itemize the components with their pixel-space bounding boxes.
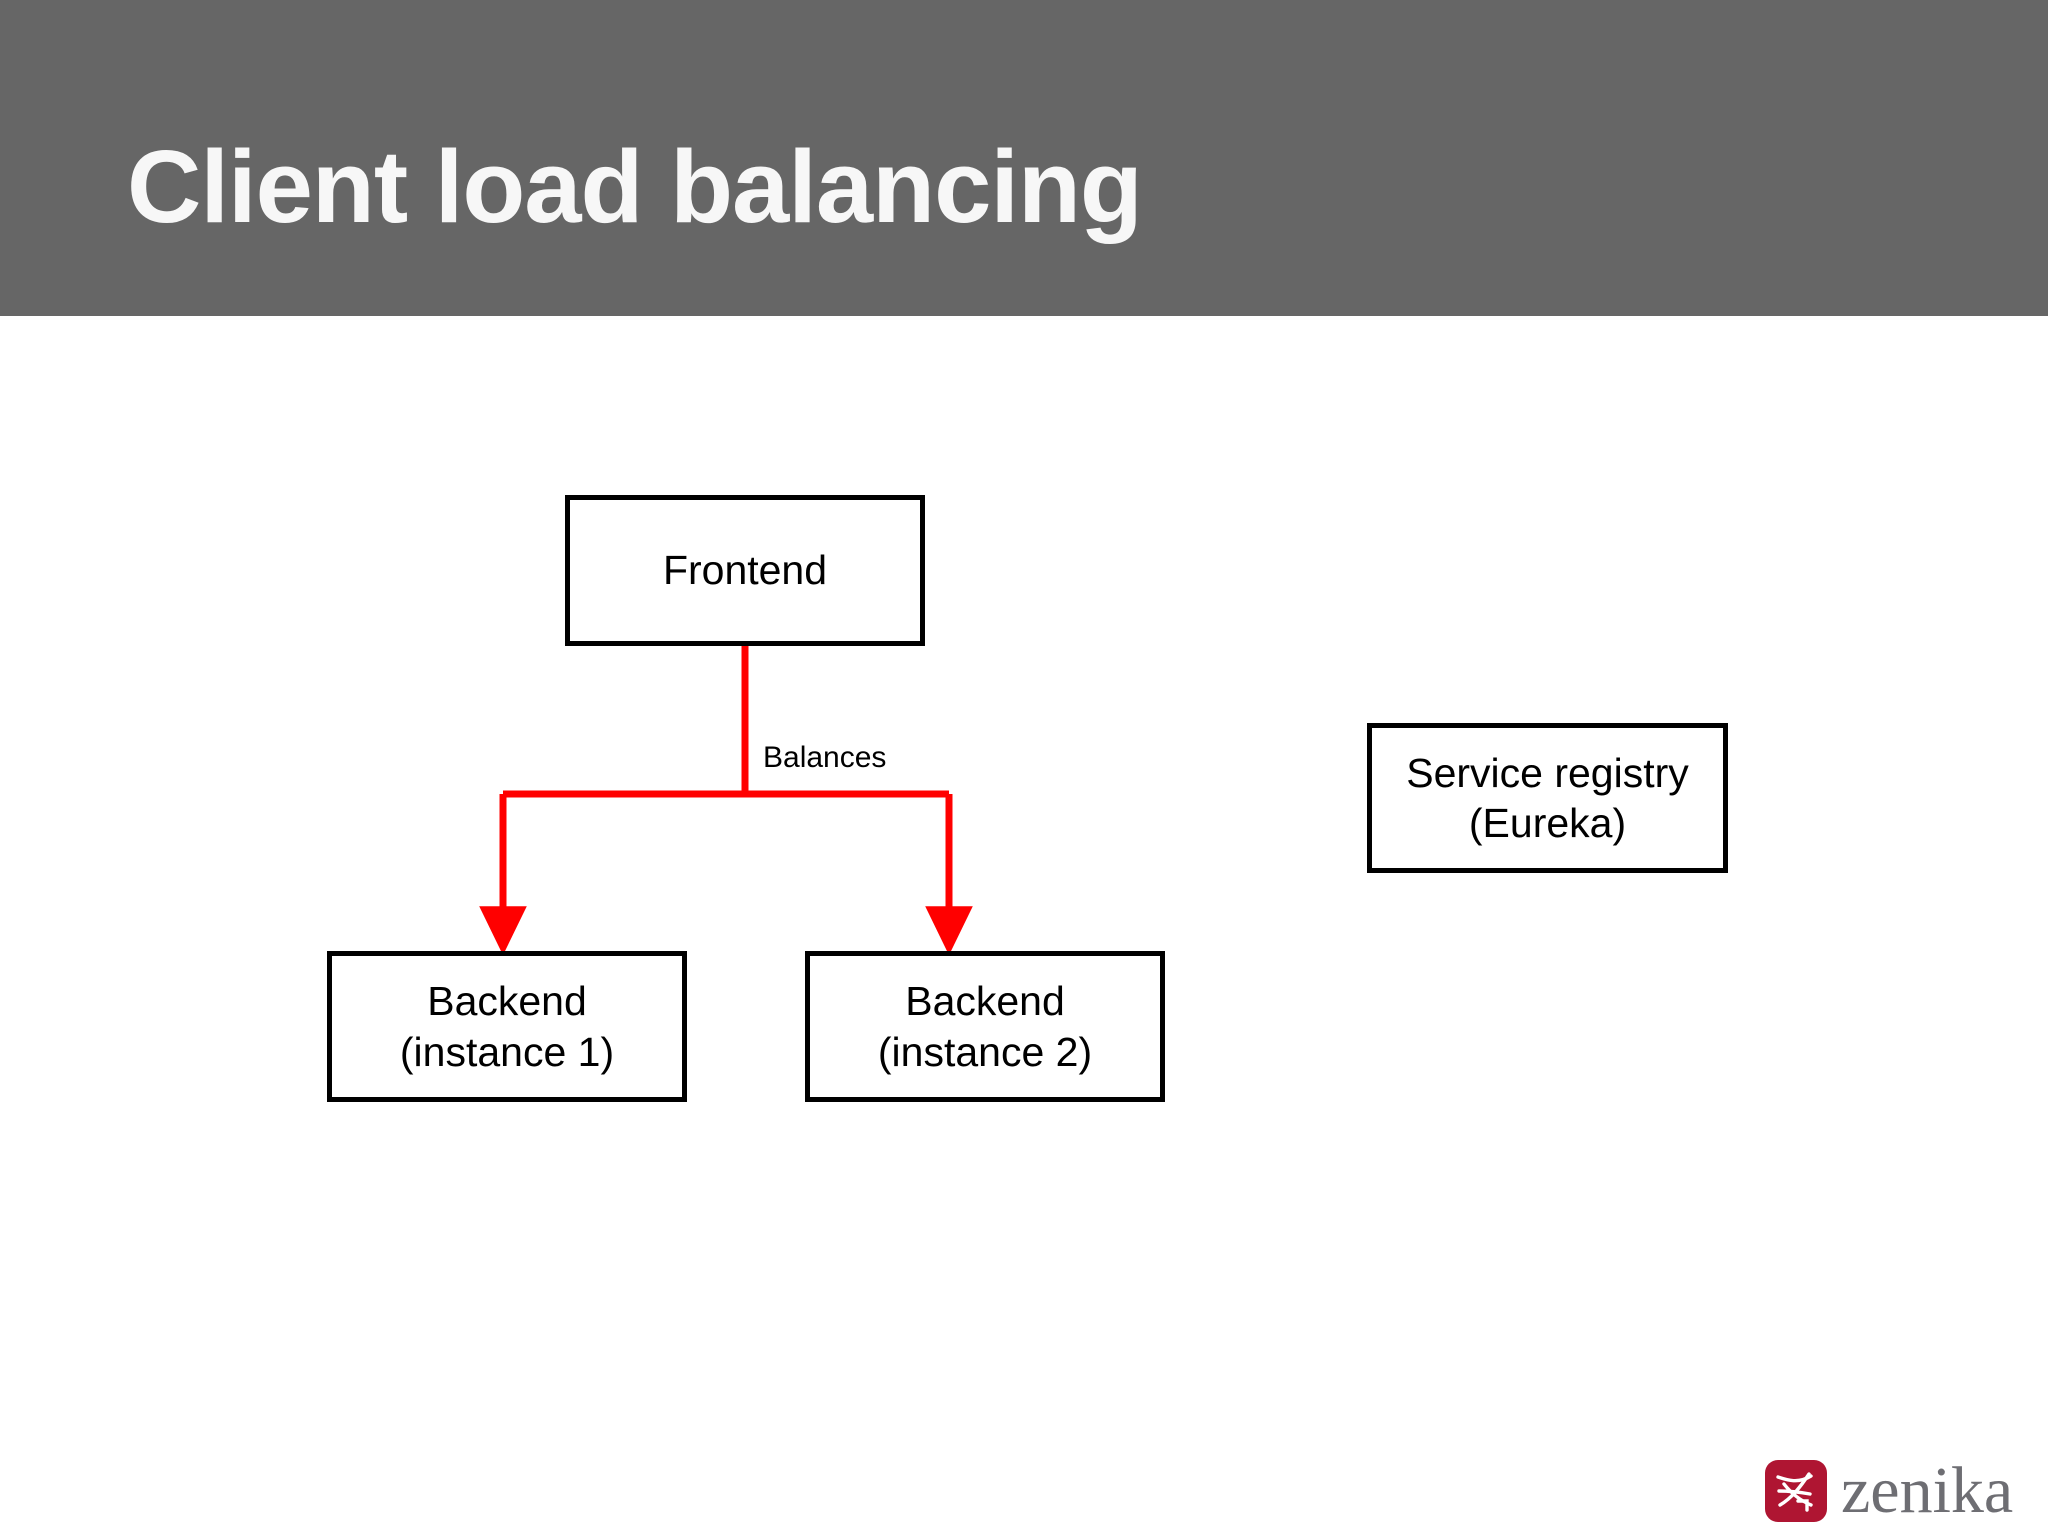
- node-frontend[interactable]: Frontend: [565, 495, 925, 646]
- slide-title: Client load balancing: [127, 129, 1143, 244]
- node-registry-line-1: Service registry: [1406, 749, 1689, 796]
- zenika-logo: zenika: [1765, 1455, 2040, 1527]
- node-backend-instance-2[interactable]: Backend (instance 2): [805, 951, 1165, 1102]
- node-service-registry[interactable]: Service registry (Eureka): [1367, 723, 1728, 873]
- node-backend-instance-1[interactable]: Backend (instance 1): [327, 951, 687, 1102]
- node-backend-2-line-1: Backend: [905, 978, 1065, 1025]
- edge-label-balances: Balances: [763, 741, 887, 774]
- zenika-wordmark: zenika: [1841, 1454, 2014, 1527]
- node-registry-line-2: (Eureka): [1468, 800, 1627, 846]
- node-backend-1-line-1: Backend: [427, 978, 587, 1025]
- slide-header-bar: [0, 0, 2048, 316]
- node-backend-1-line-2: (instance 1): [399, 1028, 615, 1075]
- node-backend-2-line-2: (instance 2): [877, 1028, 1093, 1075]
- zenika-mark-icon: [1765, 1460, 1827, 1522]
- node-frontend-line-1: Frontend: [662, 547, 828, 594]
